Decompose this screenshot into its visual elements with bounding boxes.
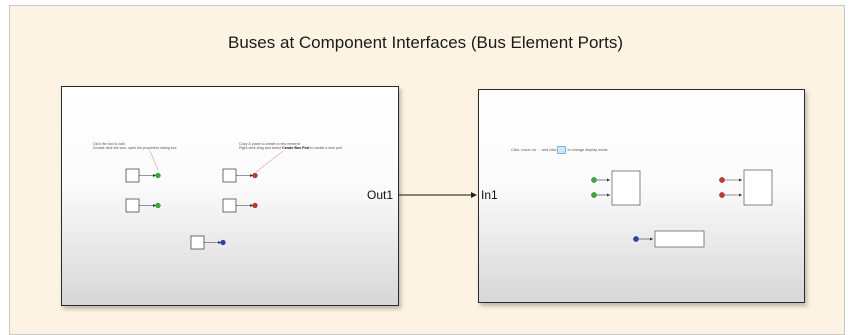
- left-note-1-line-1: Click the tool to add: [93, 142, 125, 146]
- right-consumer-block-red[interactable]: [743, 169, 773, 206]
- left-out-port-5[interactable]: [190, 235, 226, 250]
- right-in-port-green-1[interactable]: [591, 177, 610, 183]
- right-hint-middle: and click: [541, 148, 557, 152]
- left-out-port-3[interactable]: [125, 198, 161, 213]
- left-note-2-line-1: Copy & paste to create a new element: [239, 142, 300, 146]
- model-title: Buses at Component Interfaces (Bus Eleme…: [228, 33, 623, 52]
- display-mode-button-icon[interactable]: [557, 146, 567, 154]
- left-out-port-4[interactable]: [222, 198, 258, 213]
- left-note-2-suffix: to create a new port: [309, 146, 343, 150]
- right-consumer-block-green[interactable]: [611, 170, 641, 206]
- left-out-port-4-red-dot[interactable]: [252, 202, 258, 209]
- left-note-2-line-2: Right-click drag and select Create Bus P…: [239, 146, 342, 150]
- left-out-port-2-red-dot[interactable]: [252, 172, 258, 179]
- left-note-2-prefix: Right-click drag and select: [239, 146, 283, 150]
- out1-port-label: Out1: [367, 188, 394, 202]
- left-out-port-2[interactable]: [222, 168, 258, 183]
- in1-port-label: In1: [481, 188, 498, 202]
- diagram-graphics: [125, 150, 773, 250]
- right-consumer-block-blue[interactable]: [654, 230, 705, 248]
- right-hint: Click, hover on · and click to change di…: [511, 146, 608, 154]
- create-bus-port-label: Create Bus Port: [282, 146, 310, 150]
- left-subsystem-block[interactable]: Click the tool to add Double-click the i…: [61, 86, 399, 306]
- right-hint-prefix: Click, hover on: [511, 148, 537, 152]
- left-out-port-5-blue-dot[interactable]: [220, 239, 226, 246]
- left-out-port-3-green-dot[interactable]: [155, 202, 161, 209]
- right-in-port-blue[interactable]: [633, 236, 653, 242]
- right-in-port-green-2[interactable]: [591, 192, 610, 198]
- left-note-2-pointer: [255, 150, 284, 173]
- left-out-port-1-green-dot[interactable]: [155, 172, 161, 179]
- left-note-1-line-2: Double-click the icon: open the properti…: [93, 146, 177, 150]
- left-out-port-1[interactable]: [125, 168, 161, 183]
- right-hint-suffix: to change display mode: [567, 148, 608, 152]
- right-in-port-red-2[interactable]: [719, 192, 742, 198]
- right-in-port-red-1[interactable]: [719, 177, 742, 183]
- hover-icon: ·: [537, 148, 541, 152]
- left-note-1-pointer: [149, 150, 159, 171]
